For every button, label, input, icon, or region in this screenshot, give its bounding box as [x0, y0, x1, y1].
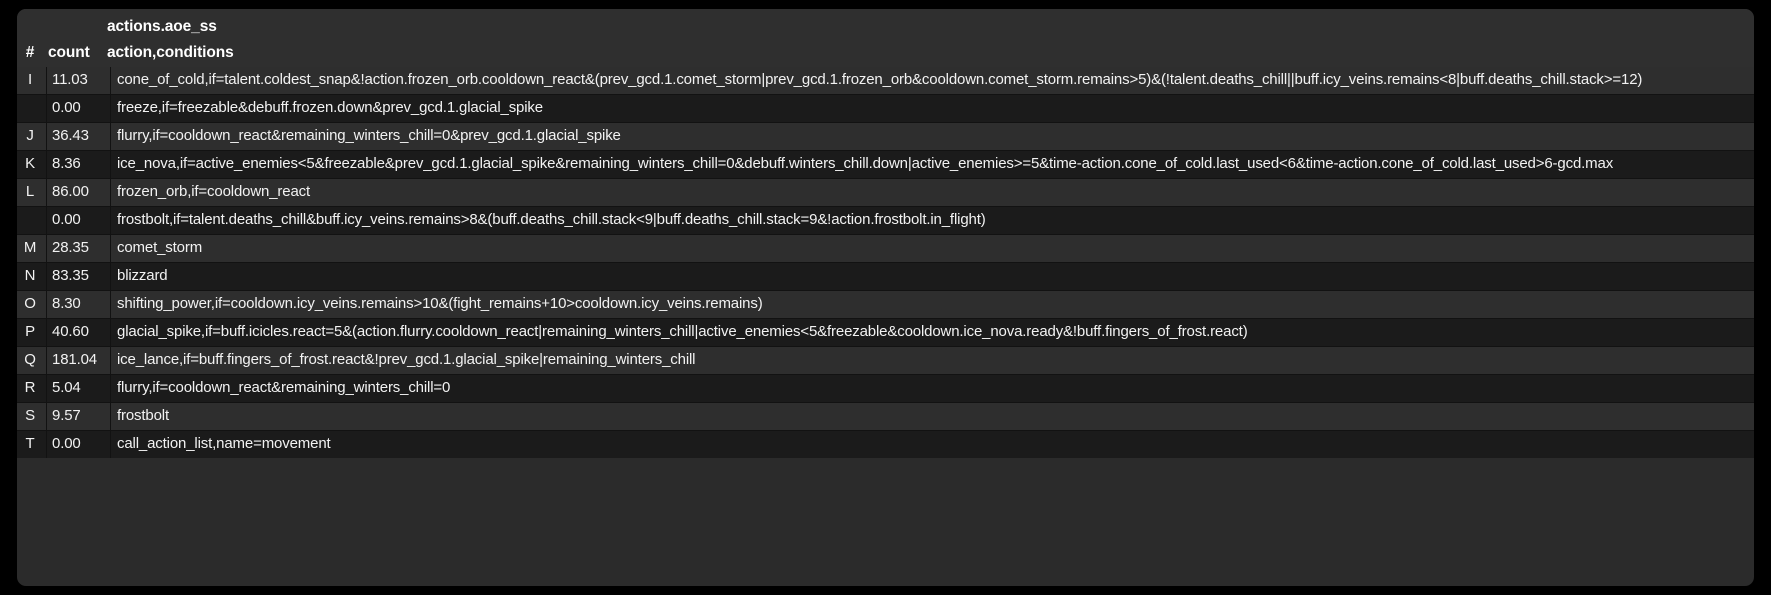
- row-action-cell: frostbolt,if=talent.deaths_chill&buff.ic…: [110, 206, 1754, 235]
- row-action-cell: freeze,if=freezable&debuff.frozen.down&p…: [110, 94, 1754, 123]
- row-count-cell: 0.00: [46, 206, 111, 235]
- row-count-cell: 0.00: [46, 94, 111, 123]
- row-action-cell: flurry,if=cooldown_react&remaining_winte…: [110, 374, 1754, 403]
- column-header-row: # count action,conditions: [17, 39, 1754, 67]
- row-action-cell: glacial_spike,if=buff.icicles.react=5&(a…: [110, 318, 1754, 347]
- row-index-cell: N: [17, 262, 47, 291]
- row-action-cell: cone_of_cold,if=talent.coldest_snap&!act…: [110, 67, 1754, 95]
- row-count-cell: 40.60: [46, 318, 111, 347]
- row-index-cell: K: [17, 150, 47, 179]
- row-index-cell: Q: [17, 346, 47, 375]
- row-count-cell: 86.00: [46, 178, 111, 207]
- row-count-cell: 8.30: [46, 290, 111, 319]
- row-count-cell: 5.04: [46, 374, 111, 403]
- column-header-index: #: [25, 44, 35, 61]
- row-action-cell: frostbolt: [110, 402, 1754, 431]
- row-index-cell: [17, 206, 47, 235]
- row-count-cell: 9.57: [46, 402, 111, 431]
- row-index-cell: T: [17, 430, 47, 458]
- column-header-action: action,conditions: [107, 44, 234, 61]
- row-index-cell: I: [17, 67, 47, 95]
- row-action-cell: shifting_power,if=cooldown.icy_veins.rem…: [110, 290, 1754, 319]
- row-index-cell: P: [17, 318, 47, 347]
- action-list-panel: actions.aoe_ss # count action,conditions…: [17, 9, 1754, 586]
- row-action-cell: call_action_list,name=movement: [110, 430, 1754, 458]
- row-action-cell: frozen_orb,if=cooldown_react: [110, 178, 1754, 207]
- row-action-cell: comet_storm: [110, 234, 1754, 263]
- row-index-cell: M: [17, 234, 47, 263]
- row-count-cell: 83.35: [46, 262, 111, 291]
- column-header-count: count: [48, 44, 90, 61]
- row-index-cell: S: [17, 402, 47, 431]
- row-count-cell: 36.43: [46, 122, 111, 151]
- row-index-cell: O: [17, 290, 47, 319]
- action-list-title: actions.aoe_ss: [107, 18, 217, 35]
- row-count-cell: 181.04: [46, 346, 111, 375]
- row-count-cell: 8.36: [46, 150, 111, 179]
- row-index-cell: J: [17, 122, 47, 151]
- row-action-cell: ice_lance,if=buff.fingers_of_frost.react…: [110, 346, 1754, 375]
- table-header: actions.aoe_ss # count action,conditions: [17, 9, 1754, 67]
- row-action-cell: ice_nova,if=active_enemies<5&freezable&p…: [110, 150, 1754, 179]
- row-index-cell: R: [17, 374, 47, 403]
- row-index-cell: L: [17, 178, 47, 207]
- row-count-cell: 11.03: [46, 67, 111, 95]
- row-action-cell: blizzard: [110, 262, 1754, 291]
- row-count-cell: 28.35: [46, 234, 111, 263]
- row-count-cell: 0.00: [46, 430, 111, 458]
- row-index-cell: [17, 94, 47, 123]
- table-title-row: actions.aoe_ss: [17, 9, 1754, 39]
- row-action-cell: flurry,if=cooldown_react&remaining_winte…: [110, 122, 1754, 151]
